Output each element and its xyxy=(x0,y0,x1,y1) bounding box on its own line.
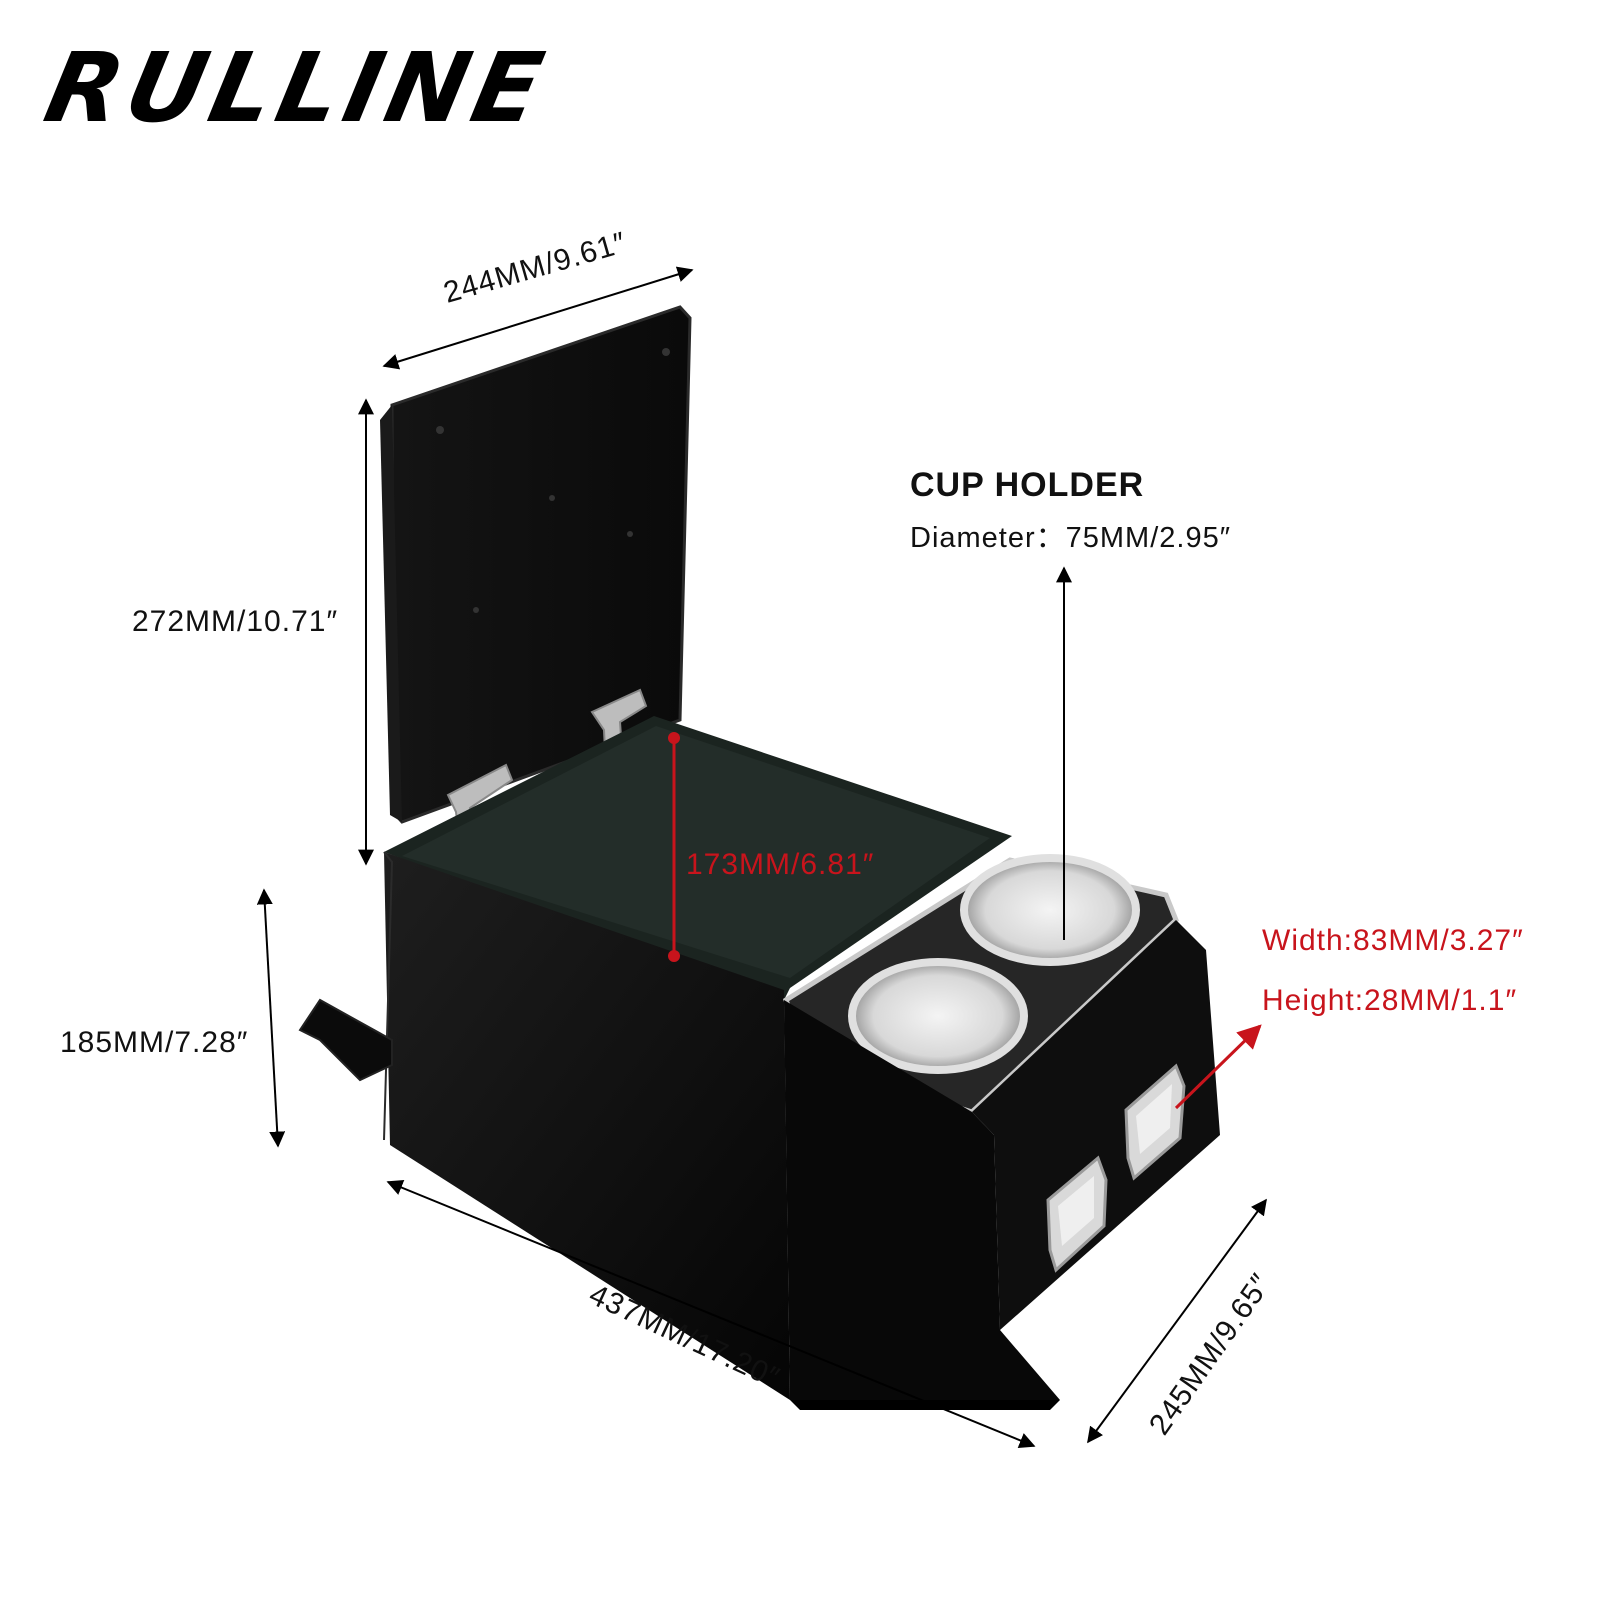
dimension-lines xyxy=(256,266,1267,1448)
interior-depth-label: 173MM/6.81″ xyxy=(686,848,875,881)
interior-depth-top-dot xyxy=(668,732,680,744)
lid-width-line xyxy=(382,266,694,370)
interior-depth-bottom-dot xyxy=(668,950,680,962)
length-line xyxy=(386,1180,1036,1448)
side-slot-upper xyxy=(1124,1063,1186,1181)
brand-logo: RULLINE xyxy=(36,32,558,144)
cup-holder-front-ring xyxy=(848,958,1028,1074)
open-lid xyxy=(380,305,692,824)
cup-holder-title: CUP HOLDER xyxy=(910,466,1145,504)
cup-holder-diameter: Diameter：75MM/2.95″ xyxy=(910,522,1231,554)
body-height-label: 185MM/7.28″ xyxy=(60,1026,249,1059)
cup-holder-rear-ring xyxy=(960,854,1140,966)
side-slot-width-label: Width:83MM/3.27″ xyxy=(1262,924,1524,957)
depth-line xyxy=(1087,1198,1267,1444)
anchor-strap xyxy=(298,998,393,1082)
side-slot-height-label: Height:28MM/1.1″ xyxy=(1262,984,1518,1017)
side-slot-pointer xyxy=(1174,1024,1262,1110)
body-height-line xyxy=(256,888,286,1148)
lid-height-label: 272MM/10.71″ xyxy=(132,605,339,638)
